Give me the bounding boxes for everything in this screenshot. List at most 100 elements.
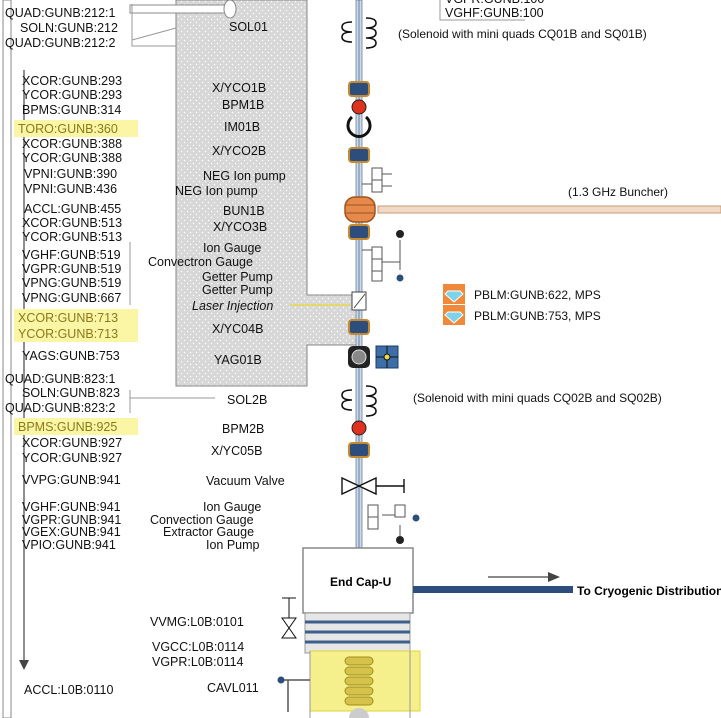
device-label: VGPR:L0B:0114 xyxy=(152,655,244,669)
device-label: Ion Gauge xyxy=(203,500,261,514)
pv-label: XCOR:GUNB:388 xyxy=(22,137,122,151)
device-label: YAG01B xyxy=(214,353,262,367)
device-label: SOL2B xyxy=(227,393,267,407)
pv-label: VPNG:GUNB:519 xyxy=(22,276,121,290)
pv-highlight xyxy=(14,309,138,326)
pv-label: SOLN:GUNB:823 xyxy=(22,386,120,400)
pv-label: TORO:GUNB:360 xyxy=(18,122,118,136)
pv-label: BPMS:GUNB:925 xyxy=(18,420,117,434)
device-label: VVMG:L0B:0101 xyxy=(150,615,244,629)
gauge-tip-1 xyxy=(396,230,404,238)
device-label: BPM2B xyxy=(222,422,264,436)
end-cap-box xyxy=(302,547,414,614)
solenoid-1-icon xyxy=(341,17,377,49)
cryo-label: To Cryogenic Distribution xyxy=(577,584,721,598)
pv-label: VGPR:GUNB:941 xyxy=(22,513,121,527)
device-label: BPM1B xyxy=(222,98,264,112)
pblm-1-label: PBLM:GUNB:622, MPS xyxy=(474,288,601,302)
vvmg-valve-icon xyxy=(281,617,297,639)
device-label: Getter Pump xyxy=(202,283,273,297)
top-right-pv: VGPR:GUNB:100 xyxy=(445,0,544,6)
buncher-note: (1.3 GHz Buncher) xyxy=(568,185,668,199)
pblm-2-label: PBLM:GUNB:753, MPS xyxy=(474,309,601,323)
top-right-pv-list: VGPR:GUNB:100VGHF:GUNB:100 xyxy=(445,0,544,20)
solenoid-2-note: (Solenoid with mini quads CQ02B and SQ02… xyxy=(413,391,662,405)
device-label: NEG Ion pump xyxy=(175,184,258,198)
solenoid-2-icon xyxy=(341,385,377,417)
pv-list: QUAD:GUNB:212:1SOLN:GUNB:212QUAD:GUNB:21… xyxy=(5,6,138,697)
device-label: X/YCO3B xyxy=(213,220,267,234)
camera-dot xyxy=(383,353,391,361)
device-label: IM01B xyxy=(224,120,260,134)
bpm2b-icon xyxy=(351,420,367,436)
pv-label: QUAD:GUNB:212:2 xyxy=(5,36,116,50)
pv-label: XCOR:GUNB:293 xyxy=(22,74,122,88)
pv-label: QUAD:GUNB:823:2 xyxy=(5,401,116,415)
device-label: BUN1B xyxy=(223,204,265,218)
device-label: X/YCO2B xyxy=(212,144,266,158)
toroid-icon xyxy=(346,115,372,138)
gauge-tip-4 xyxy=(396,536,404,544)
pv-label: BPMS:GUNB:314 xyxy=(22,103,121,117)
notes: (Solenoid with mini quads CQ01B and SQ01… xyxy=(330,27,721,598)
pv-highlight xyxy=(14,120,138,137)
device-label: CAVL011 xyxy=(207,681,259,695)
pv-label: VPNI:GUNB:390 xyxy=(24,167,117,181)
left-rail xyxy=(2,0,12,718)
pblm-gem-1 xyxy=(444,290,464,303)
top-pipe-end xyxy=(223,0,237,19)
yag-lens xyxy=(351,349,367,365)
pv-label: QUAD:GUNB:823:1 xyxy=(5,372,116,386)
device-label: Ion Pump xyxy=(206,538,260,552)
pv-label: VPNI:GUNB:436 xyxy=(24,182,117,196)
pv-label: YCOR:GUNB:293 xyxy=(22,88,122,102)
laser-mirror-line xyxy=(353,293,366,309)
top-right-pv: VGHF:GUNB:100 xyxy=(445,6,544,20)
pv-label: XCOR:GUNB:927 xyxy=(22,436,122,450)
device-label: NEG Ion pump xyxy=(203,169,286,183)
end-cap-label: End Cap-U xyxy=(330,575,391,589)
device-label: Laser Injection xyxy=(192,299,273,313)
pv-label: XCOR:GUNB:713 xyxy=(18,311,118,325)
device-label: VGCC:L0B:0114 xyxy=(152,640,244,654)
bpm1b-icon xyxy=(351,99,367,115)
pv-label: VGEX:GUNB:941 xyxy=(22,525,121,539)
device-label: X/YC04B xyxy=(212,322,263,336)
bracket-lines xyxy=(129,0,525,413)
pv-highlight xyxy=(14,325,138,342)
pv-label: SOLN:GUNB:212 xyxy=(20,21,118,35)
pv-highlight xyxy=(14,418,138,435)
cavl-probe-tip xyxy=(277,676,285,684)
device-label: Convectron Gauge xyxy=(148,255,253,269)
pv-label: YCOR:GUNB:713 xyxy=(18,327,118,341)
cavity-cells xyxy=(344,656,374,706)
pblm-gem-2 xyxy=(444,311,464,324)
pv-label: YCOR:GUNB:927 xyxy=(22,451,122,465)
module-bottom-ring xyxy=(349,708,369,718)
gauge-tip-2 xyxy=(396,274,404,282)
pump-gauge-branches xyxy=(362,167,406,540)
device-label: Extractor Gauge xyxy=(163,525,254,539)
top-pipe xyxy=(129,4,231,14)
gauge-tip-3 xyxy=(412,514,420,522)
module-rings xyxy=(305,620,410,644)
cryo-line xyxy=(413,586,573,593)
pv-label: VPNG:GUNB:667 xyxy=(22,291,121,305)
vacuum-valve-icon xyxy=(341,476,377,496)
beamline-components xyxy=(277,17,721,718)
pv-label: ACCL:L0B:0110 xyxy=(24,683,113,697)
device-label: X/YC05B xyxy=(211,444,262,458)
device-label: Convection Gauge xyxy=(150,513,254,527)
pv-label: VPIO:GUNB:941 xyxy=(22,538,116,552)
cryo-arrow-icon xyxy=(548,572,560,582)
pv-label: VGPR:GUNB:519 xyxy=(22,262,121,276)
pv-label: VVPG:GUNB:941 xyxy=(22,473,121,487)
solenoid-1-note: (Solenoid with mini quads CQ01B and SQ01… xyxy=(398,27,647,41)
pv-label: YCOR:GUNB:388 xyxy=(22,151,122,165)
pv-label: YCOR:GUNB:513 xyxy=(22,230,122,244)
device-label: X/YCO1B xyxy=(212,81,266,95)
pv-label: VGHF:GUNB:941 xyxy=(22,500,121,514)
corrector-magnets xyxy=(348,81,370,458)
